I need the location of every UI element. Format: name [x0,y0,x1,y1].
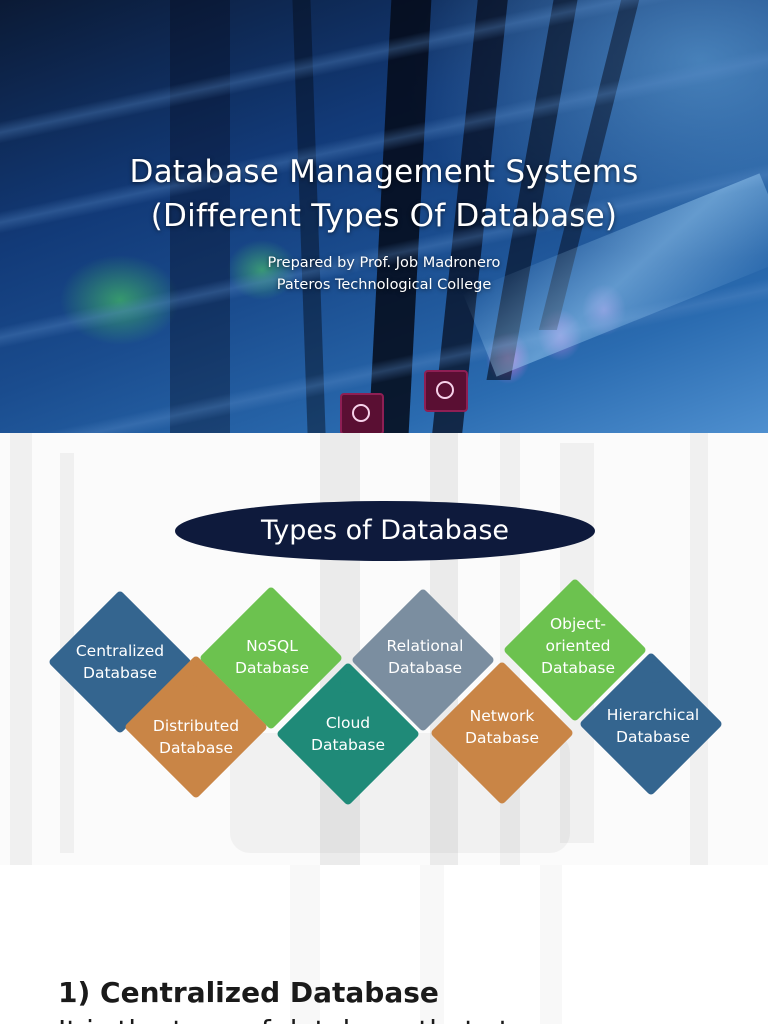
label-line: Object- [549,615,607,633]
label-line: Network [469,707,535,725]
label-line: Database [616,728,690,746]
label-hierarchical: Hierarchical Database [588,704,718,748]
puzzle-notch [340,671,362,693]
label-line: Database [311,736,385,754]
centralized-slide: 1) Centralized Database It is the type o… [0,865,768,1024]
slide-title-line2: (Different Types Of Database) [150,198,618,234]
label-line: Database [541,659,615,677]
server-rack-shadow [170,0,230,433]
author-line: Prepared by Prof. Job Madronero [267,255,501,271]
section-heading: 1) Centralized Database [58,976,439,1009]
types-heading: Types of Database [175,501,595,561]
label-line: Cloud [325,714,371,732]
power-button-icon [340,393,384,433]
label-centralized: Centralized Database [55,640,185,684]
power-button-icon [424,370,468,412]
types-slide: Types of Database Centralized Database N… [0,433,768,865]
slide-title-line1: Database Management Systems [129,154,639,190]
background-shadow [10,433,32,865]
label-object-oriented: Object- oriented Database [513,613,643,679]
title-block: Database Management Systems (Different T… [0,150,768,296]
title-slide: Database Management Systems (Different T… [0,0,768,433]
label-distributed: Distributed Database [131,715,261,759]
label-line: Database [159,739,233,757]
label-line: NoSQL [246,637,298,655]
background-shadow [290,865,320,1024]
subtitle-block: Prepared by Prof. Job Madronero Pateros … [0,252,768,296]
label-line: Hierarchical [606,706,700,724]
label-relational: Relational Database [360,635,490,679]
label-line: Relational [386,637,464,655]
background-shadow [420,865,444,1024]
puzzle-notch [644,661,666,683]
label-nosql: NoSQL Database [207,635,337,679]
label-cloud: Cloud Database [283,712,413,756]
puzzle-notch [188,665,210,687]
label-line: Database [465,729,539,747]
section-body-text: It is the type of database that stores [58,1011,569,1024]
background-shadow [540,865,562,1024]
college-line: Pateros Technological College [276,277,492,293]
label-line: Database [388,659,462,677]
label-line: Centralized [75,642,165,660]
background-shadow [690,433,708,865]
label-line: Database [83,664,157,682]
label-line: oriented [545,637,611,655]
label-line: Database [235,659,309,677]
puzzle-notch [494,671,516,693]
label-network: Network Database [437,705,567,749]
label-line: Distributed [152,717,240,735]
